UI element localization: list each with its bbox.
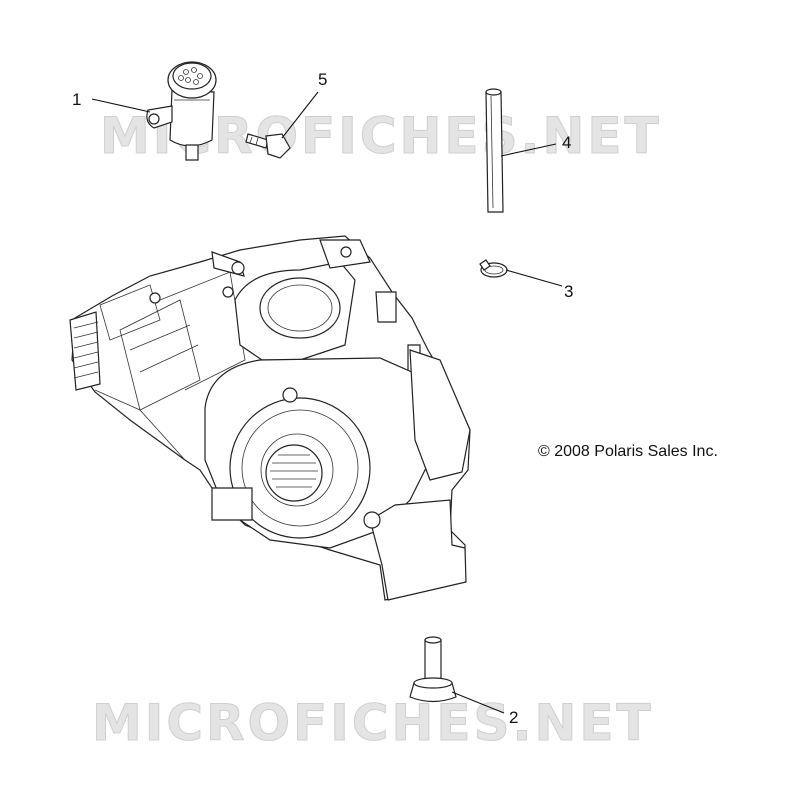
engine-assembly xyxy=(69,235,471,601)
watermark-bottom: MICROFICHES.NET xyxy=(92,694,654,752)
callout-2: 2 xyxy=(509,708,518,727)
copyright-notice: © 2008 Polaris Sales Inc. xyxy=(538,443,718,460)
callout-3: 3 xyxy=(564,282,573,301)
leader-1 xyxy=(91,98,151,113)
bolt-5-part xyxy=(245,133,291,159)
callout-5: 5 xyxy=(318,70,327,89)
leader-5 xyxy=(281,91,319,139)
callout-1: 1 xyxy=(72,90,81,109)
leader-4 xyxy=(500,143,557,157)
leader-2 xyxy=(451,691,505,714)
bolt-2-part xyxy=(409,636,457,703)
clamp-part xyxy=(479,259,508,278)
callout-4: 4 xyxy=(562,133,571,152)
reservoir-part xyxy=(146,61,217,161)
leader-3 xyxy=(505,269,563,287)
hose-part xyxy=(485,88,504,213)
